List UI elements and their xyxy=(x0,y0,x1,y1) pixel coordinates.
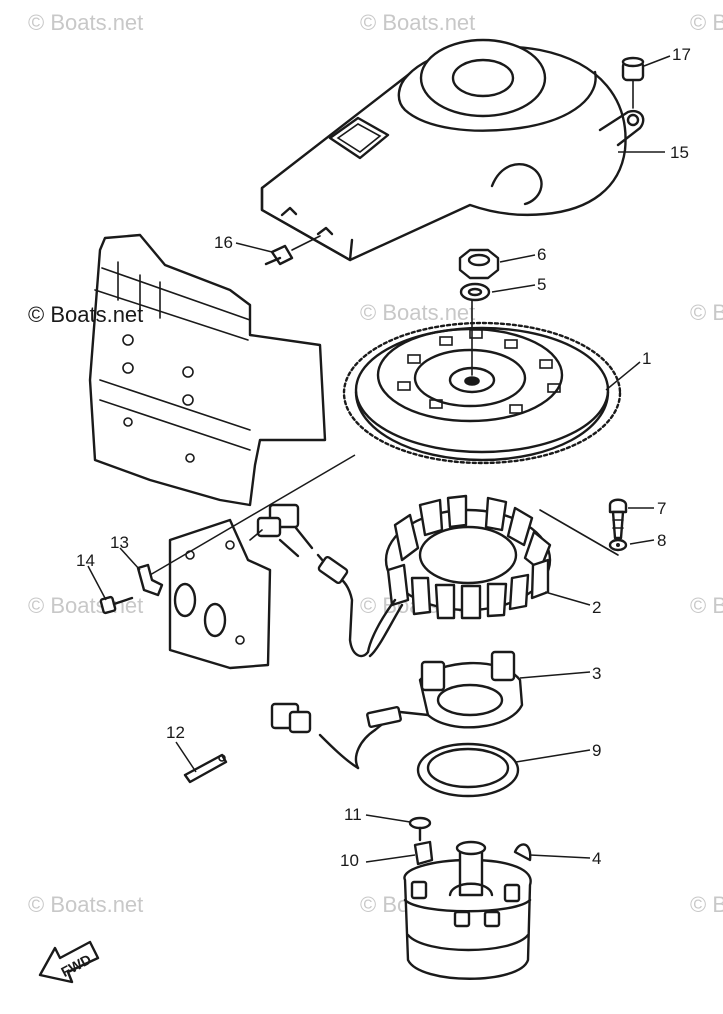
callout-17: 17 xyxy=(672,45,691,64)
bracket-part-10 xyxy=(413,840,434,866)
nut-part-6 xyxy=(458,248,500,280)
callout-1: 1 xyxy=(642,349,651,368)
callout-14: 14 xyxy=(76,551,95,570)
callout-11: 11 xyxy=(344,805,362,824)
callout-8: 8 xyxy=(657,531,666,550)
washer-part-5 xyxy=(459,282,491,302)
screw-part-7 xyxy=(608,498,628,540)
callout-9: 9 xyxy=(592,741,601,760)
watermark: © Boats.net xyxy=(360,10,475,35)
leader-lines xyxy=(87,55,671,863)
watermark: © Boats.net xyxy=(28,892,143,917)
callout-12: 12 xyxy=(166,723,185,742)
watermark: © Boats.net xyxy=(360,300,475,325)
callout-labels: 1 2 3 4 5 6 7 8 9 10 11 12 13 14 15 16 1… xyxy=(76,45,691,870)
grommet-part-17 xyxy=(621,56,645,109)
retaining-ring-part-9 xyxy=(416,742,520,798)
callout-5: 5 xyxy=(537,275,546,294)
screw-part-16 xyxy=(264,235,321,266)
clip-part-13 xyxy=(136,563,164,597)
flywheel-part-1 xyxy=(342,299,622,465)
watermark: © Boats.net xyxy=(690,593,723,618)
crankshaft-base xyxy=(403,840,532,980)
callout-7: 7 xyxy=(657,499,666,518)
callout-15: 15 xyxy=(670,143,689,162)
watermark: © Boats.net xyxy=(690,10,723,35)
callout-3: 3 xyxy=(592,664,601,683)
callout-2: 2 xyxy=(592,598,601,617)
callout-13: 13 xyxy=(110,533,129,552)
assembly-guide-line xyxy=(149,454,356,576)
fwd-arrow-icon: FWD xyxy=(38,940,100,984)
pulser-coil-part-3 xyxy=(354,650,524,770)
mounting-bracket xyxy=(168,518,272,670)
callout-10: 10 xyxy=(340,851,359,870)
woodruff-key-part-4 xyxy=(513,843,532,862)
bolt-part-14 xyxy=(99,595,134,615)
watermark-dark: © Boats.net xyxy=(28,302,143,327)
callout-4: 4 xyxy=(592,849,601,868)
stator-part-2 xyxy=(384,494,552,620)
screw-part-11 xyxy=(408,816,432,842)
watermark: © Boats.net xyxy=(690,892,723,917)
pin-part-12 xyxy=(183,753,228,784)
engine-block xyxy=(88,233,327,507)
callout-6: 6 xyxy=(537,245,546,264)
stator-wire-harness xyxy=(256,503,404,658)
flywheel-cover-part-15 xyxy=(260,38,645,262)
callout-16: 16 xyxy=(214,233,233,252)
washer-part-8 xyxy=(539,509,628,556)
pulser-coil-connector xyxy=(270,702,360,770)
watermark: © Boats.net xyxy=(28,593,143,618)
watermark: © Boats.net xyxy=(28,10,143,35)
watermark: © Boats.net xyxy=(690,300,723,325)
